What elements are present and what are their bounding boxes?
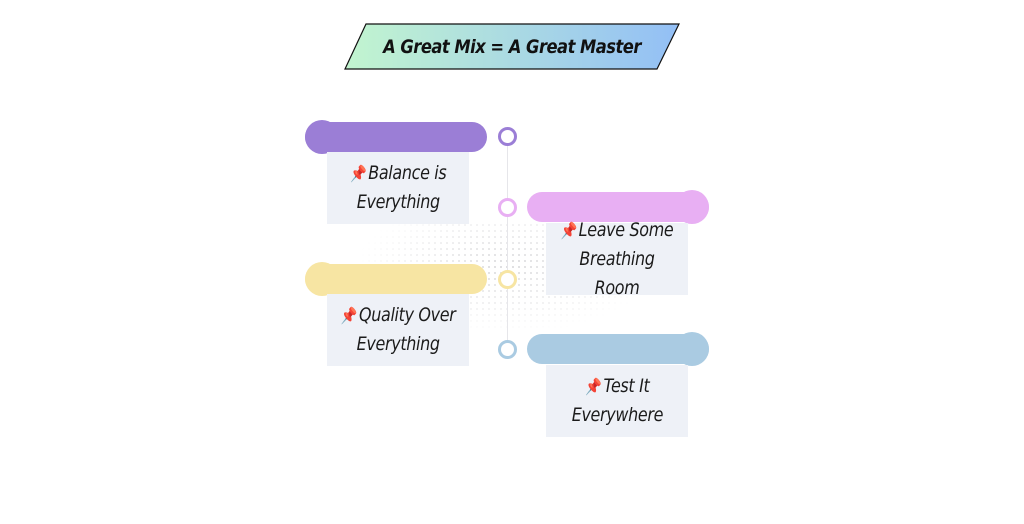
step-1-text: 📌Balance is Everything [349, 159, 447, 217]
step-4-card: 📌Test It Everywhere [546, 365, 688, 437]
step-3-text: 📌Quality Over Everything [341, 301, 456, 359]
page-title: A Great Mix = A Great Master [383, 35, 641, 58]
step-1-bar [305, 120, 487, 154]
step-3-card: 📌Quality Over Everything [327, 294, 469, 366]
pushpin-icon: 📌 [349, 164, 367, 183]
step-2-text: 📌Leave Some Breathing Room [557, 216, 676, 303]
step-4-bar [527, 332, 709, 366]
step-4-node [498, 340, 517, 359]
pushpin-icon: 📌 [560, 220, 578, 240]
step-1-card: 📌Balance is Everything [327, 152, 469, 224]
step-3-bar [305, 262, 487, 296]
step-3-label: Quality Over Everything [356, 304, 456, 355]
step-3-node [498, 270, 517, 289]
step-1-node [498, 127, 517, 146]
step-4-label: Test It Everywhere [571, 375, 663, 426]
step-2-label: Leave Some Breathing Room [578, 218, 674, 299]
step-2-card: 📌Leave Some Breathing Room [546, 219, 688, 299]
step-2-bar [527, 190, 709, 224]
title-banner: A Great Mix = A Great Master [344, 23, 680, 70]
pushpin-icon: 📌 [585, 377, 602, 396]
title-banner-shape [344, 23, 680, 70]
pushpin-icon: 📌 [340, 306, 358, 325]
step-1-label: Balance is Everything [356, 162, 447, 213]
step-4-text: 📌Test It Everywhere [571, 372, 663, 430]
step-2-node [498, 198, 517, 217]
timeline-line [507, 140, 508, 352]
